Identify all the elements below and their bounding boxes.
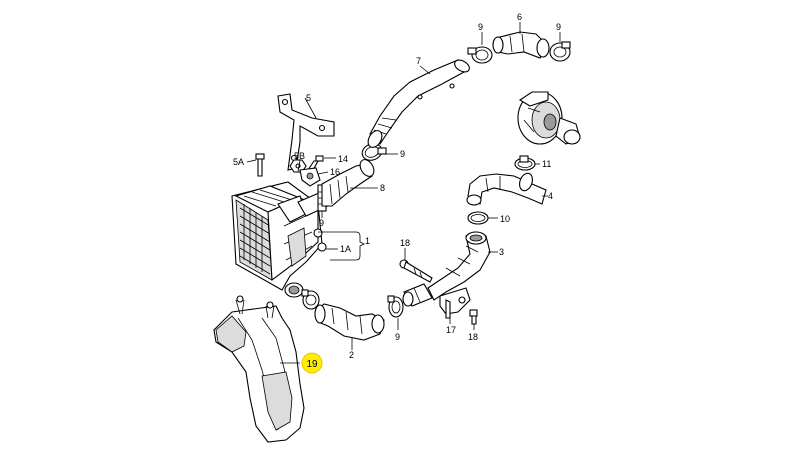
bolt-5a[interactable] (255, 153, 265, 177)
label-14[interactable]: 14 (338, 154, 348, 164)
coupling-3[interactable] (402, 283, 433, 307)
label-16[interactable]: 16 (330, 167, 340, 177)
hose-6[interactable] (492, 31, 550, 59)
clamp-11[interactable] (514, 155, 536, 171)
label-5a[interactable]: 5A (233, 157, 244, 167)
label-4[interactable]: 4 (548, 191, 553, 201)
air-duct-19[interactable] (213, 295, 305, 443)
label-9[interactable]: 9 (395, 332, 400, 342)
label-1[interactable]: 1 (365, 236, 370, 246)
turbocharger[interactable] (517, 91, 581, 145)
sensor-18-upper[interactable] (399, 259, 433, 283)
clamp-9-left[interactable] (301, 289, 320, 310)
hose-8[interactable] (321, 157, 377, 207)
label-9[interactable]: 9 (400, 149, 405, 159)
intercooler-1[interactable] (231, 181, 333, 298)
clamp-9-right[interactable] (549, 41, 571, 62)
label-6[interactable]: 6 (517, 12, 522, 22)
bolt-18-lower[interactable] (469, 309, 478, 325)
label-7[interactable]: 7 (416, 56, 421, 66)
sensor-16[interactable] (299, 167, 321, 187)
label-5b[interactable]: 5B (294, 151, 305, 161)
bracket-17[interactable] (439, 287, 471, 319)
hose-3[interactable] (427, 231, 491, 301)
label-9[interactable]: 9 (556, 22, 561, 32)
label-5[interactable]: 5 (306, 93, 311, 103)
hose-2[interactable] (314, 303, 385, 341)
bracket-5[interactable] (277, 93, 335, 171)
pipe-7[interactable] (365, 58, 471, 150)
clamp-9-upper[interactable] (360, 141, 387, 163)
highlight-marker[interactable] (301, 352, 323, 374)
label-9[interactable]: 9 (478, 22, 483, 32)
leader-lines (246, 22, 561, 364)
label-17[interactable]: 17 (446, 325, 456, 335)
label-10[interactable]: 10 (500, 214, 510, 224)
clamp-10[interactable] (467, 211, 489, 225)
label-8[interactable]: 8 (380, 183, 385, 193)
label-18[interactable]: 18 (400, 238, 410, 248)
label-1a[interactable]: 1A (340, 244, 351, 254)
part-labels: 9 6 9 7 5 5A 5B 14 16 9 8 9 11 4 10 1 1A… (233, 12, 561, 360)
clamp-9-top[interactable] (467, 46, 493, 64)
label-18[interactable]: 18 (468, 332, 478, 342)
label-2[interactable]: 2 (349, 350, 354, 360)
label-9[interactable]: 9 (319, 218, 324, 228)
label-11[interactable]: 11 (542, 159, 551, 169)
label-19[interactable]: 19 (306, 359, 318, 370)
hose-4[interactable] (466, 171, 547, 206)
label-3[interactable]: 3 (499, 247, 504, 257)
clamp-9-lower[interactable] (387, 295, 404, 318)
highlight-callout-19[interactable]: 19 (301, 352, 323, 374)
